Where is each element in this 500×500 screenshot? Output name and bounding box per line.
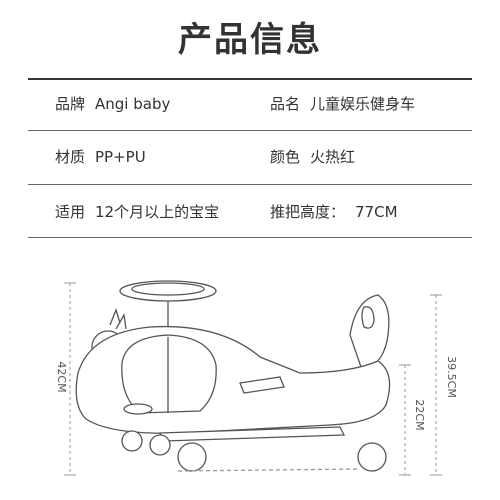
product-line-drawing: 42CM 39.5CM 22CM	[55, 280, 458, 476]
front-wheel-right-icon	[149, 434, 171, 456]
seat-back-outline	[349, 294, 390, 371]
color-value: 火热红	[310, 148, 356, 166]
brand-cell: 品牌 Angi baby	[55, 93, 170, 114]
color-cell: 颜色火热红	[270, 146, 355, 167]
ground-line	[177, 468, 361, 472]
logo-badge-icon	[123, 403, 153, 415]
seat-height-label: 22CM	[413, 399, 426, 430]
age-label: 适用	[55, 203, 86, 221]
overall-height-label: 42CM	[55, 361, 68, 392]
product-name-cell: 品名儿童娱乐健身车	[270, 93, 415, 114]
age-value: 12个月以上的宝宝	[95, 203, 220, 221]
material-cell: 材质 PP+PU	[55, 146, 146, 167]
brand-label: 品牌	[55, 95, 86, 113]
side-wing-outline	[239, 376, 285, 394]
front-wheel-left-icon	[121, 430, 143, 452]
dimension-lines	[69, 283, 437, 475]
handle-height-label: 推把高度：	[270, 203, 346, 221]
handle-height-value: 77CM	[355, 203, 398, 221]
steering-wheel-inner	[131, 282, 205, 296]
product-name-label: 品名	[270, 95, 301, 113]
top-divider	[28, 78, 472, 80]
color-label: 颜色	[270, 148, 301, 166]
swing-car-outline	[75, 280, 391, 472]
dimension-ticks	[64, 282, 442, 476]
row-divider-3	[28, 237, 472, 238]
windshield-outline	[121, 334, 217, 414]
brand-value: Angi baby	[95, 95, 171, 113]
product-name-value: 儿童娱乐健身车	[310, 95, 416, 113]
material-label: 材质	[55, 148, 86, 166]
handle-height-cell: 推把高度： 77CM	[270, 201, 398, 222]
seat-handle-hole	[361, 306, 375, 329]
page-title: 产品信息	[178, 20, 322, 60]
rear-wheel-icon	[357, 442, 387, 472]
front-wheel-center-icon	[177, 442, 207, 472]
seat-back-height-label: 39.5CM	[445, 356, 458, 398]
material-value: PP+PU	[95, 148, 146, 166]
bunny-ears-icon	[109, 308, 127, 330]
age-cell: 适用 12个月以上的宝宝	[55, 201, 219, 222]
row-divider-1	[28, 130, 472, 131]
row-divider-2	[28, 184, 472, 185]
